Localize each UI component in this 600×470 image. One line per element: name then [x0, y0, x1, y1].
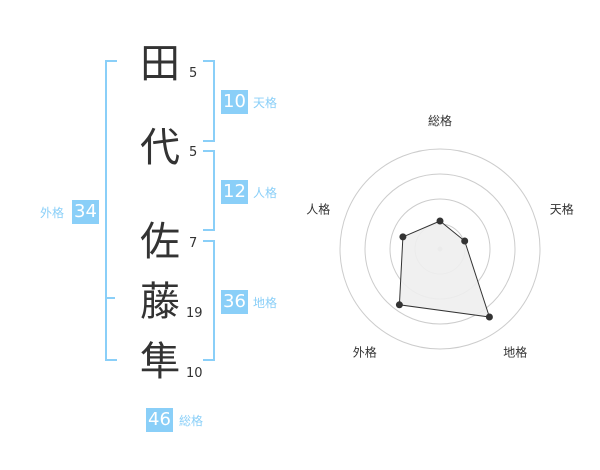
tenkaku-value: 10: [221, 90, 248, 114]
gaikaku-bracket-tick: [105, 297, 115, 299]
soukaku-value: 46: [146, 408, 173, 432]
jinkaku-bracket: [203, 150, 215, 231]
radar-point-5: [399, 233, 407, 241]
radar-axis-label-4: 外格: [353, 345, 377, 360]
gaikaku-label: 外格: [40, 206, 65, 220]
radar-axis-label-1: 総格: [428, 113, 452, 128]
radar-point-1: [436, 217, 444, 225]
name-char-2: 代: [140, 125, 180, 171]
stroke-count-5: 10: [186, 366, 203, 381]
radar-point-3: [485, 313, 493, 321]
chikaku-bracket: [203, 240, 215, 361]
name-char-1: 田: [140, 41, 180, 87]
radar-point-4: [395, 301, 403, 309]
chikaku-value: 36: [221, 290, 248, 314]
soukaku-label: 総格: [179, 414, 204, 428]
name-char-3: 佐: [140, 219, 180, 265]
chikaku-label: 地格: [253, 296, 278, 310]
gaikaku-value: 34: [72, 200, 99, 224]
gaikaku-bracket: [105, 60, 117, 361]
stroke-count-2: 5: [189, 145, 198, 160]
name-char-4: 藤: [140, 279, 180, 325]
radar-point-2: [461, 237, 469, 245]
radar-ring-4: [339, 148, 541, 350]
name-char-5: 隼: [140, 339, 180, 385]
radar-axis-label-3: 地格: [503, 345, 527, 360]
tenkaku-bracket: [203, 60, 215, 142]
radar-axis-label-2: 天格: [550, 201, 574, 216]
jinkaku-label: 人格: [253, 186, 278, 200]
stroke-count-4: 19: [186, 306, 203, 321]
stroke-count-1: 5: [189, 66, 198, 81]
tenkaku-label: 天格: [253, 96, 278, 110]
radar-ring-3: [364, 173, 516, 325]
radar-axis-label-5: 人格: [306, 201, 330, 216]
jinkaku-value: 12: [221, 180, 248, 204]
radar-area: [398, 220, 491, 318]
stroke-count-3: 7: [189, 236, 198, 251]
